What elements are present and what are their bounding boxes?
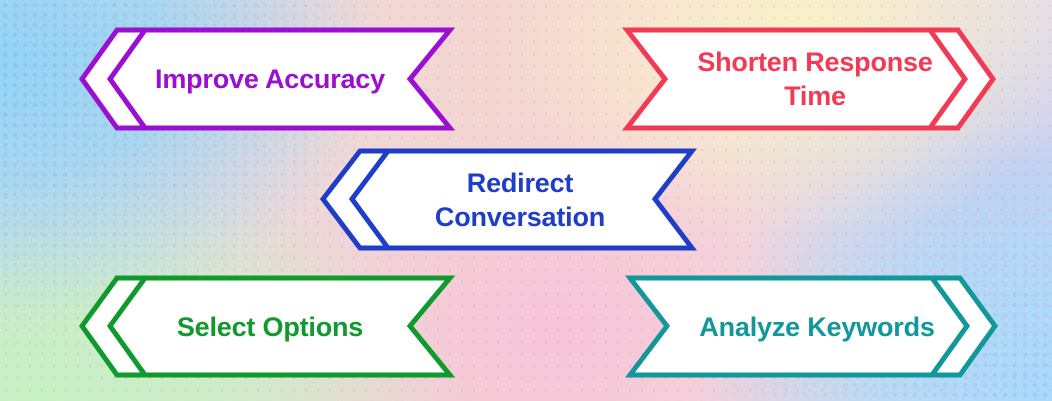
banner-redirect-conversation: Redirect Conversation xyxy=(385,151,655,248)
banner-select-options: Select Options xyxy=(130,278,410,375)
banner-select-options-shape xyxy=(78,275,456,378)
banner-label: Improve Accuracy xyxy=(155,64,385,94)
banner-shorten-response-time: Shorten Response Time xyxy=(665,30,965,128)
banner-label: Select Options xyxy=(176,311,364,342)
banner-label: Analyze Keywords xyxy=(699,311,935,342)
banner-analyze-keywords: Analyze Keywords xyxy=(667,278,967,375)
banner-improve-accuracy: Improve Accuracy xyxy=(130,30,410,128)
banner-label: Shorten Response Time xyxy=(697,47,933,111)
banner-redirect-conversation-shape xyxy=(319,148,698,251)
banner-label: Redirect Conversation xyxy=(434,167,606,232)
banner-analyze-keywords-shape xyxy=(624,275,999,378)
banner-improve-accuracy-shape xyxy=(78,27,456,131)
banner-shorten-response-time-shape xyxy=(621,27,997,131)
